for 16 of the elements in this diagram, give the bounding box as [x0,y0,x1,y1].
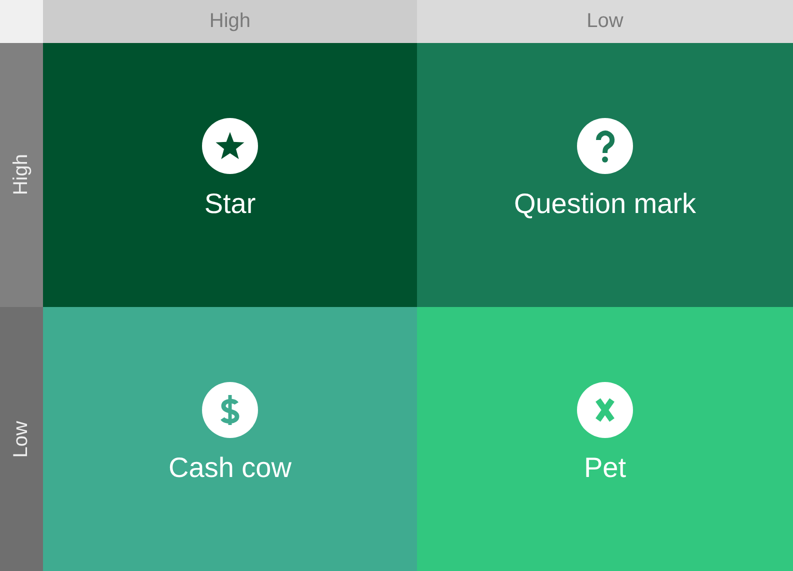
axis-label: High [209,10,251,33]
column-header [43,0,417,43]
column-header [417,0,793,43]
axis-label: High [10,154,33,196]
quadrant-label: Cash cow [168,452,292,484]
matrix-quadrant [43,307,417,571]
matrix-quadrant [417,307,793,571]
quadrant-label: Question mark [514,188,696,220]
matrix-quadrant [43,43,417,307]
axis-label: Low [586,10,624,33]
quadrant-label: Pet [584,452,626,484]
row-header [0,43,43,307]
matrix-quadrant [417,43,793,307]
row-header [0,307,43,571]
axis-label: Low [10,420,33,458]
quadrant-label: Star [204,188,256,220]
